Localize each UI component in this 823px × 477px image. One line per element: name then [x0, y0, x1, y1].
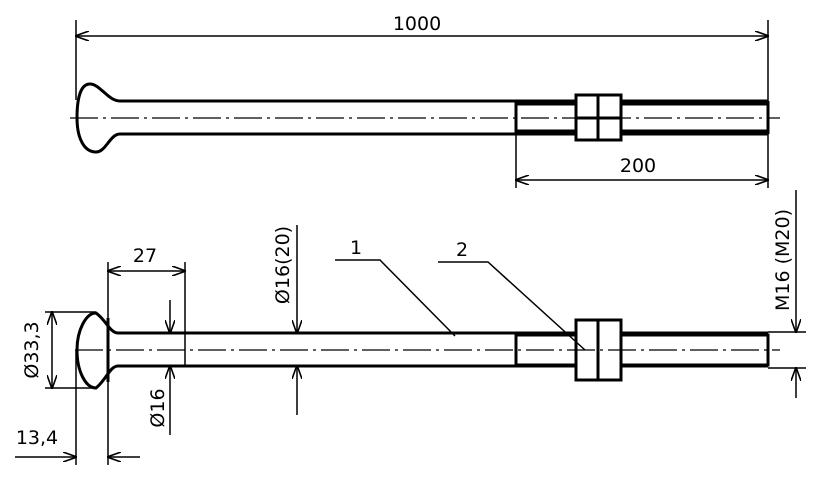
callout-1-label: 1 — [350, 237, 362, 259]
dimension-1000-label: 1000 — [393, 13, 441, 35]
dimension-27-label: 27 — [133, 245, 157, 267]
dimension-thread-label: M16 (M20) — [772, 209, 794, 311]
callout-leader-1 — [335, 259, 456, 337]
dimension-13-4-label: 13,4 — [16, 427, 58, 449]
side-view: 27 Ø16 Ø16(20) Ø33,3 13,4 M16 (M20) 1 2 — [15, 190, 806, 465]
thread-section — [514, 333, 770, 367]
dimension-200-label: 200 — [620, 155, 656, 177]
top-view: 1000 200 — [70, 13, 780, 188]
dimension-d16-20-label: Ø16(20) — [272, 226, 294, 304]
dimension-d16-label: Ø16 — [147, 388, 169, 427]
callout-2-label: 2 — [456, 239, 468, 261]
callout-leader-2 — [438, 261, 586, 351]
dimension-d33-label: Ø33,3 — [21, 321, 43, 378]
